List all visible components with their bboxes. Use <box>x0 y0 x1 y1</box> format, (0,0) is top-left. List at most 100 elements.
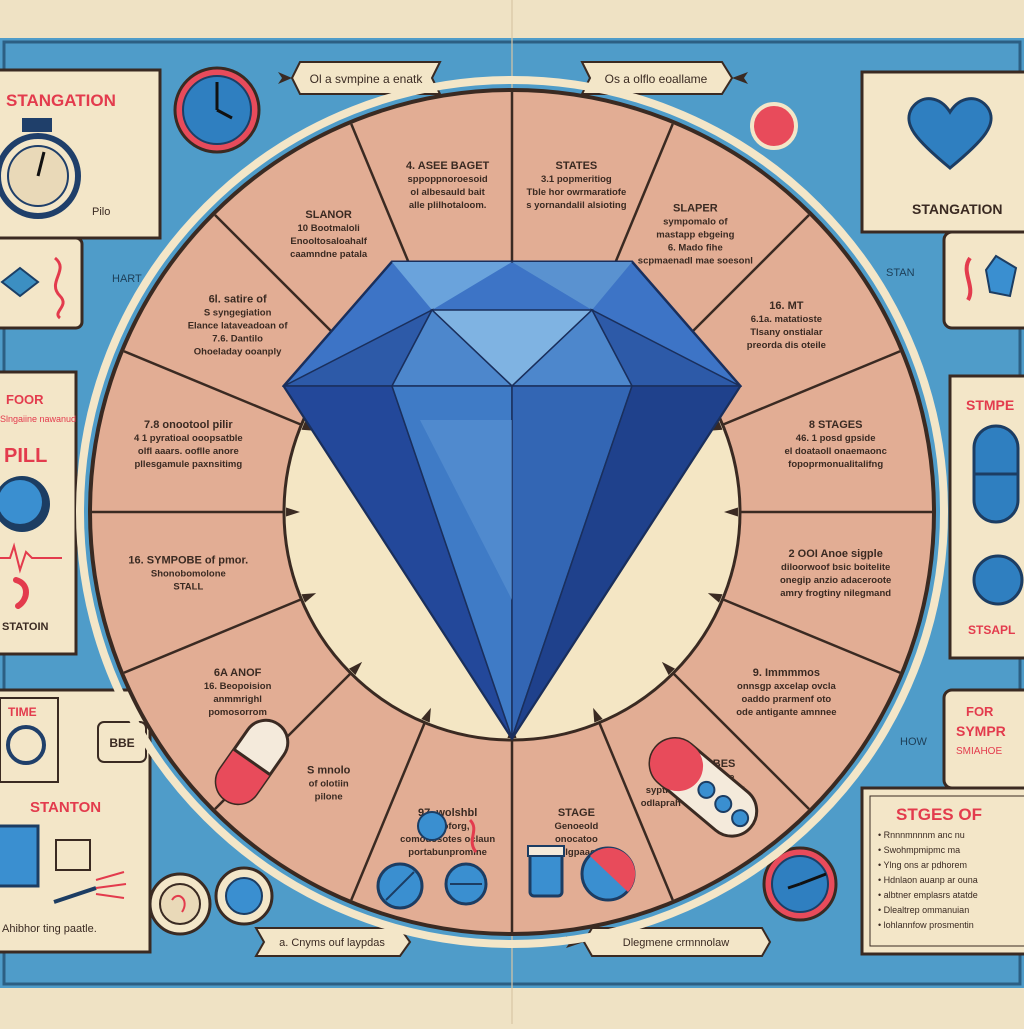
wheel-segment-line: 4 1 pyratioal ooopsatble <box>134 433 243 444</box>
panel-bottom-right-bullet: • Hdnlaon auanp ar ouna <box>878 875 978 885</box>
wheel-segment-line: S syngegiation <box>204 308 272 319</box>
screen-icon <box>55 839 91 871</box>
wheel-segment-line: 10 Bootmaloli <box>298 223 360 234</box>
panel-mid-right-footer: STSAPL <box>968 623 1015 637</box>
wall-clock-icon-right <box>762 846 838 922</box>
red-squiggle-icon <box>53 256 65 320</box>
wheel-divider <box>123 350 302 426</box>
wheel-segment: S mnolo of olotiin pilone <box>307 764 351 802</box>
panel-mid-left-title-line3: PILL <box>4 445 47 467</box>
wheel-segment-title: 6l. satire of <box>209 294 267 306</box>
panel-bottom-right-bullet: • Swohmpmipmc ma <box>878 845 960 855</box>
blue-tablets-icon <box>376 811 488 910</box>
wheel-tick <box>286 507 300 517</box>
wheel-segment-line: Enooltosaloahalf <box>290 236 367 247</box>
wheel-segment-line: portabunpromine <box>408 847 487 858</box>
wheel-segment-title: S mnolo <box>307 764 351 776</box>
wheel-divider <box>598 722 674 901</box>
wheel-segment-title: 7.8 onootool pilir <box>144 419 233 431</box>
panel-mid-left-title-line2: Slngaiine nawanud <box>0 414 76 424</box>
panel-bottom-right-bullet: • Rnnnmnnnm anc nu <box>878 830 965 840</box>
wheel-segment-line: 46. 1 posd gpside <box>796 433 876 444</box>
wheel-tick <box>593 707 603 723</box>
wheel-segment-line: 6.1a. matatioste <box>751 314 822 325</box>
wheel-tick <box>421 707 431 723</box>
side-label-right: STAN <box>886 267 915 279</box>
wheel-segment-line: onegip anzio adaceroote <box>780 575 891 586</box>
wheel-segment-line: Ohoeladay ooanply <box>194 347 282 358</box>
panel-bottom-right-bullet: • albtner emplasrs atatde <box>878 890 978 900</box>
wheel-segment-line: pllesgamule paxnsitimg <box>134 459 242 470</box>
bottom-right-banner-text: Dlegmene crmnnolaw <box>623 937 729 949</box>
top-left-banner: Ol a svmpine a enatk <box>278 61 442 95</box>
pill-jar-icon <box>527 845 565 898</box>
wheel-segment-line: s yornandalil alsioting <box>526 200 626 211</box>
wheel-segment-line: caamndne patala <box>290 249 368 260</box>
pill-blister-icon <box>648 737 759 838</box>
wheel-segment-line: Tble hor owrmaratiofe <box>526 187 626 198</box>
central-diamond-icon <box>281 260 743 741</box>
wheel-segment-title: 6A ANOF <box>214 667 262 679</box>
half-red-pill-icon <box>580 846 636 902</box>
wheel-tick <box>724 507 738 517</box>
wheel-divider <box>722 350 901 426</box>
wheel-segment-line: 6. Mado fihe <box>668 243 723 254</box>
wheel-rim <box>76 76 948 948</box>
wheel-segment-line: 16. Beopoision <box>204 681 272 692</box>
wheel-segment-line: Shonobomolone <box>151 568 226 579</box>
wheel-segment-line: odeoforg, <box>426 821 470 832</box>
panel-mid-left: FOOR Slngaiine nawanud PILL STATOIN <box>0 370 78 656</box>
wheel-segment-line: Tlsany onstialar <box>750 327 823 338</box>
wheel-segment-line: fopoprmonualitalifng <box>788 459 883 470</box>
wheel-divider <box>672 672 810 810</box>
wheel-segment-line: sppoppnoroesoid <box>408 174 488 185</box>
wheel-segment-line: onnsgp axcelap ovcla <box>737 681 836 692</box>
wheel-segment-title: 2 OOI Anoe sigple <box>788 548 882 560</box>
wheel-segment-line: mastapp ebgeing <box>656 230 734 241</box>
wheel-tick <box>661 661 675 675</box>
panel-mid-right-title: STMPE <box>966 397 1014 413</box>
wheel-tick <box>707 593 723 603</box>
capsule-icon-right <box>972 424 1020 524</box>
wheel-segment-line: comouosotes oclaun <box>400 834 495 845</box>
panel-right-small <box>942 230 1024 330</box>
wheel-segment-line: ol albesauld bait <box>410 187 485 198</box>
wheel-segment-line: of olotiin <box>309 778 349 789</box>
red-white-capsule-icon <box>214 718 290 806</box>
panel-mid-right: STMPE STSAPL <box>948 374 1024 660</box>
wheel-segment-title: STAGE <box>558 807 595 819</box>
heart-icon <box>907 97 993 170</box>
wheel-divider <box>214 214 352 352</box>
panel-bottom-right-top-line2: SYMPR <box>956 723 1006 739</box>
wheel-segment-title: 4. ASEE BAGET <box>406 160 490 172</box>
wheel-segment-line: Genoeold <box>554 821 598 832</box>
wheel-segment-line: preorda dis oteile <box>747 340 826 351</box>
wheel-segment-line: amry frogtiny nilegmand <box>780 588 891 599</box>
panel-bottom-left-title: STANTON <box>30 799 101 816</box>
panel-mid-left-title-line1: FOOR <box>6 392 44 407</box>
wheel-segment-line: Elance lataveadoan of <box>188 321 289 332</box>
wheel-segment: 4. ASEE BAGET sppoppnoroesoid ol albesauld… <box>406 160 490 211</box>
wheel-segment-line: onocatoo <box>555 834 598 845</box>
blue-crystal-icon <box>984 254 1018 298</box>
stopwatch-icon <box>0 118 81 219</box>
panel-top-right-title: STANGATION <box>912 201 1002 217</box>
wheel-segment-line: pilone <box>315 791 343 802</box>
side-label-left: HART <box>112 273 142 285</box>
wheel-segment-title: STATES <box>555 160 597 172</box>
red-organ-icon <box>13 577 29 609</box>
wheel-segment-line: pomosorrom <box>208 707 267 718</box>
top-right-banner-text: Os a olflo eoallame <box>605 72 708 86</box>
wheel-segment-title: SLANOR <box>305 209 352 221</box>
wheel-segment-title: 8 STAGES <box>809 419 863 431</box>
wheel-tick <box>301 593 317 603</box>
white-pill-icon <box>6 725 46 765</box>
panel-bottom-right-bullets: • Rnnnmnnnm anc nu• Swohmpmipmc ma• Ylng… <box>878 830 978 930</box>
